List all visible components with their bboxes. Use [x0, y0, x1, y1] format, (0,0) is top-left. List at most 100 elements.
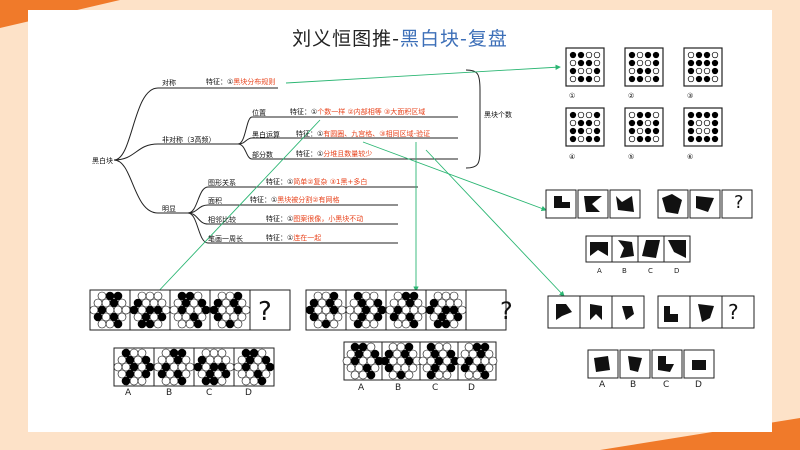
hex-cell [393, 319, 403, 329]
dot [628, 59, 636, 67]
dot [577, 119, 585, 127]
hex-cell [345, 305, 355, 315]
hex-cell [169, 348, 179, 358]
hex-cell [261, 355, 271, 365]
hex-cell [257, 348, 267, 358]
hex-cell [241, 348, 251, 358]
hex-cell [426, 342, 436, 352]
diagram-canvas [89, 47, 755, 387]
dot [569, 119, 577, 127]
hex-cell [237, 369, 247, 379]
dot [652, 127, 660, 135]
dot [569, 135, 577, 143]
hex-cell [404, 356, 414, 366]
hex-cell [369, 291, 379, 301]
hex-cell [442, 370, 452, 380]
hex-cell [157, 369, 167, 379]
hex-cell [205, 369, 215, 379]
option-letter: B [630, 380, 637, 390]
hex-cell [353, 319, 363, 329]
hex-cell [426, 356, 436, 366]
hex-cell [125, 355, 135, 365]
hex-cell [437, 312, 447, 322]
dot [695, 51, 703, 59]
dot [577, 51, 585, 59]
dot [636, 119, 644, 127]
hex-cell [141, 355, 151, 365]
dot [593, 135, 601, 143]
hex-cell [213, 298, 223, 308]
hex-cell [449, 291, 459, 301]
hex-cell [117, 369, 127, 379]
hex-cell [317, 312, 327, 322]
hex-cell [434, 356, 444, 366]
dot [569, 127, 577, 135]
dot [628, 119, 636, 127]
dot [585, 59, 593, 67]
option-letter: B [622, 267, 627, 275]
hex-cell [137, 291, 147, 301]
black-shape [696, 196, 714, 212]
green-arrow [153, 119, 321, 297]
option-letter: C [648, 267, 653, 275]
hex-cell [349, 312, 359, 322]
hex-cell [400, 363, 410, 373]
hex-cell [141, 298, 151, 308]
hex-cell [189, 298, 199, 308]
hex-cell [113, 291, 123, 301]
black-shape [692, 360, 706, 370]
black-shape [664, 306, 678, 322]
hex-cell [349, 298, 359, 308]
dot [569, 59, 577, 67]
hex-cell [153, 362, 163, 372]
hex-cell [422, 349, 432, 359]
dot [687, 127, 695, 135]
dot [577, 135, 585, 143]
hex-cell [233, 362, 243, 372]
hex-cell [476, 349, 486, 359]
black-shape [594, 356, 610, 372]
hex-cell [97, 319, 107, 329]
hex-cell [480, 356, 490, 366]
hex-cell [321, 291, 331, 301]
dot [703, 119, 711, 127]
hex-cell [346, 363, 356, 373]
hex-cell [404, 370, 414, 380]
hex-cell [249, 376, 259, 386]
hex-cell [392, 349, 402, 359]
grid-label: ② [628, 92, 635, 100]
hex-cell [446, 363, 456, 373]
hex-cell [480, 370, 490, 380]
mindmap-branch [237, 137, 458, 145]
hex-cell [460, 349, 470, 359]
hex-cell [249, 348, 259, 358]
option-letter: A [125, 388, 132, 398]
mindmap-branch [187, 186, 418, 214]
hex-cell [313, 305, 323, 315]
hex-cell [133, 298, 143, 308]
hex-cell [209, 362, 219, 372]
dot [687, 135, 695, 143]
dot [687, 75, 695, 83]
hex-cell [464, 356, 474, 366]
hex-cell [445, 312, 455, 322]
dot [652, 67, 660, 75]
hex-cell [173, 355, 183, 365]
dot [593, 59, 601, 67]
hex-cell [177, 376, 187, 386]
hex-cell [409, 291, 419, 301]
hex-cell [396, 342, 406, 352]
hex-cell [145, 291, 155, 301]
hex-cell [369, 319, 379, 329]
hex-cell [181, 312, 191, 322]
hex-cell [317, 298, 327, 308]
hex-cell [362, 363, 372, 373]
hex-cell [433, 305, 443, 315]
asym-item-feature: 特征：①分堆且数量较少 [296, 150, 373, 158]
hex-cell [105, 291, 115, 301]
hex-cell [129, 305, 139, 315]
hex-cell [408, 349, 418, 359]
hex-cell [484, 349, 494, 359]
green-arrow [285, 64, 561, 84]
dot [644, 59, 652, 67]
